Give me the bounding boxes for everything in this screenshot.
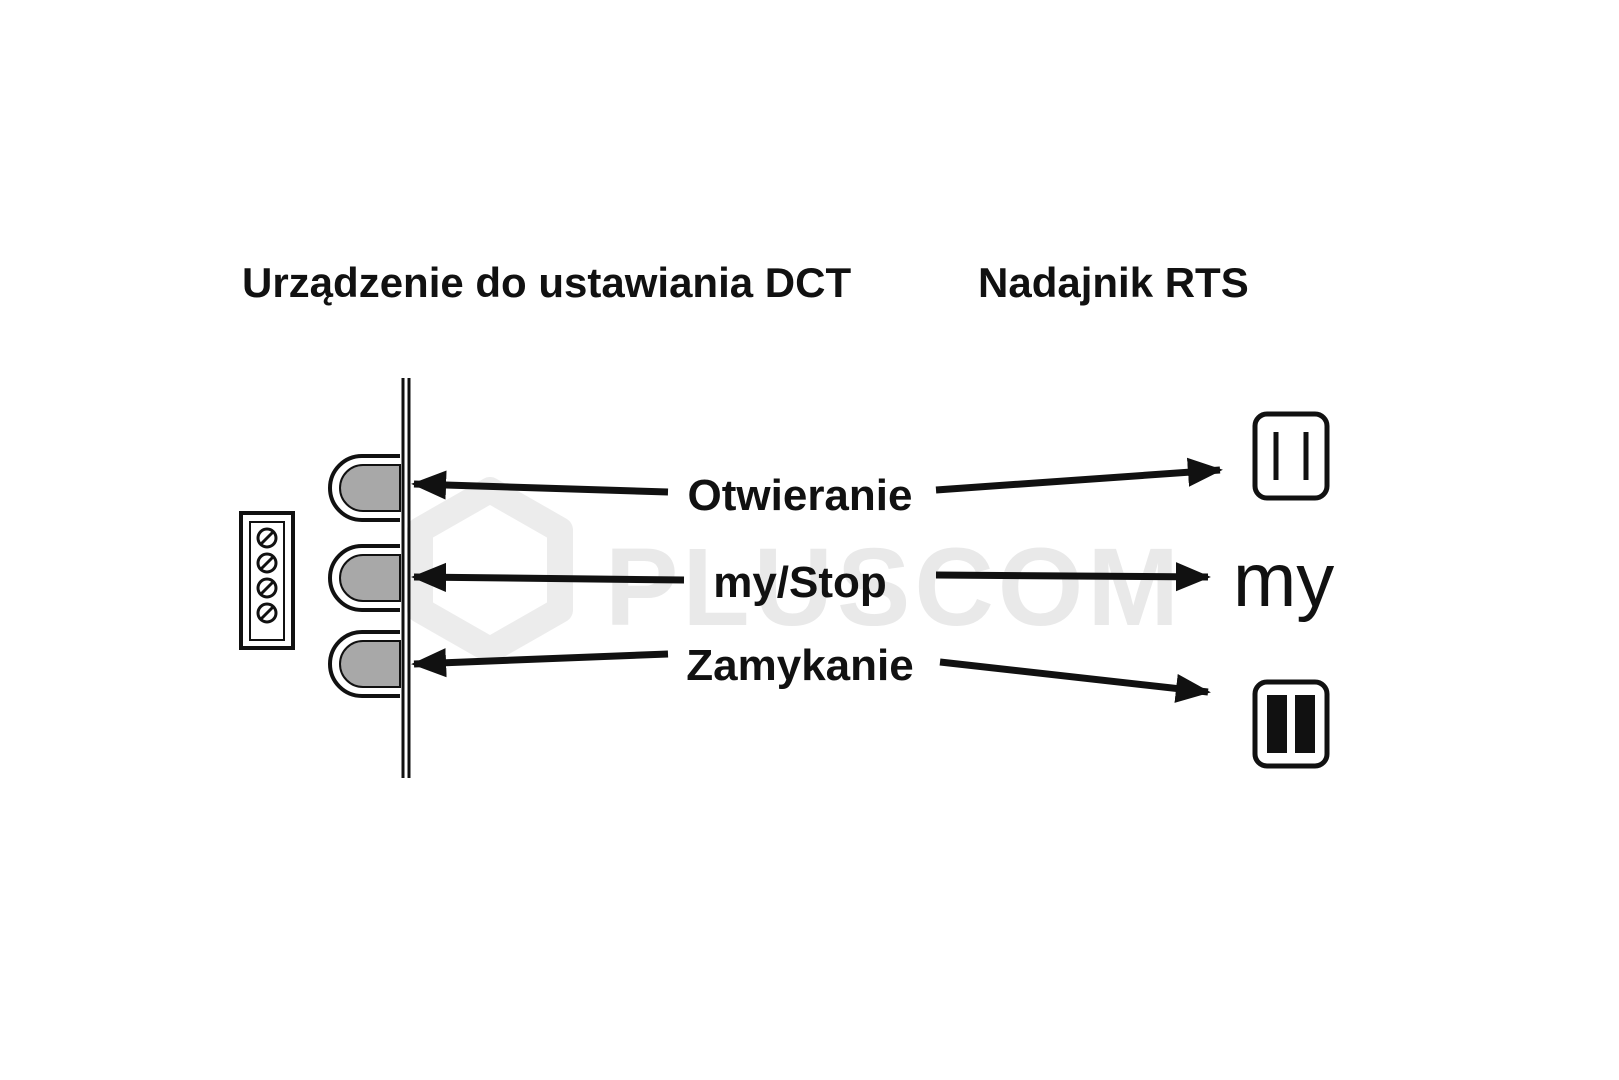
hexagon-watermark-icon — [407, 477, 573, 663]
label-stop: my/Stop — [713, 558, 887, 607]
arrow-icon — [411, 470, 669, 500]
down-button-icon — [1252, 679, 1330, 769]
terminal-block-icon — [239, 511, 295, 650]
right-title: Nadajnik RTS — [978, 259, 1249, 306]
remote-my-label: my — [1233, 538, 1334, 623]
label-open: Otwieranie — [688, 471, 913, 520]
arrow-icon — [939, 658, 1211, 703]
watermark-text: PLUSCOM — [605, 526, 1183, 649]
arrow-icon — [935, 457, 1223, 494]
left-title: Urządzenie do ustawiania DCT — [242, 259, 851, 306]
up-button-icon — [1252, 411, 1330, 501]
watermark: PLUSCOM — [407, 477, 1183, 663]
label-close: Zamykanie — [686, 641, 913, 690]
device-button-stop — [328, 544, 401, 612]
device-button-open — [328, 454, 401, 522]
arrow-icon — [411, 648, 669, 678]
arrow-icon — [411, 562, 685, 592]
arrow-icon — [935, 562, 1211, 592]
dct-device — [239, 378, 411, 778]
device-button-close — [328, 630, 401, 698]
